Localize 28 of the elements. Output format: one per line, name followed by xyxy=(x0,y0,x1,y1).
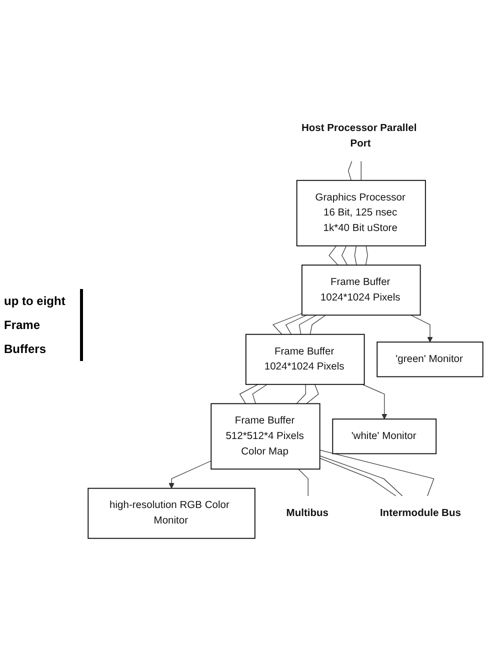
connector xyxy=(252,384,268,404)
node-box: Frame Buffer 1024*1024 Pixels xyxy=(245,334,365,385)
arrow xyxy=(168,460,212,488)
connector xyxy=(320,449,434,496)
connector xyxy=(365,245,368,266)
node-box: Graphics Processor 16 Bit, 125 nsec 1k*40 Bit uStore xyxy=(296,180,426,246)
node-box: 'white' Monitor xyxy=(332,418,437,454)
node-box: Frame Buffer 1024*1024 Pixels xyxy=(301,264,421,316)
arrow xyxy=(410,314,433,342)
side-note: up to eight Frame Buffers xyxy=(4,292,66,358)
node-box: 'green' Monitor xyxy=(376,341,484,377)
connector xyxy=(354,245,357,266)
connector xyxy=(272,312,302,334)
connector xyxy=(298,468,308,496)
arrow xyxy=(362,384,388,420)
node-box: Frame Buffer 512*512*4 Pixels Color Map xyxy=(210,402,320,470)
connector xyxy=(298,314,317,334)
connector xyxy=(285,314,308,334)
connector xyxy=(310,314,326,334)
node-text: Intermodule Bus xyxy=(380,507,461,518)
connector xyxy=(239,384,258,404)
node-box: high-resolution RGB Color Monitor xyxy=(88,488,256,539)
connector xyxy=(342,245,348,266)
node-text: Multibus xyxy=(286,507,328,518)
connector xyxy=(348,160,352,180)
connector xyxy=(296,384,306,404)
connector xyxy=(360,160,362,180)
node-text: Host Processor Parallel Port xyxy=(301,122,417,149)
